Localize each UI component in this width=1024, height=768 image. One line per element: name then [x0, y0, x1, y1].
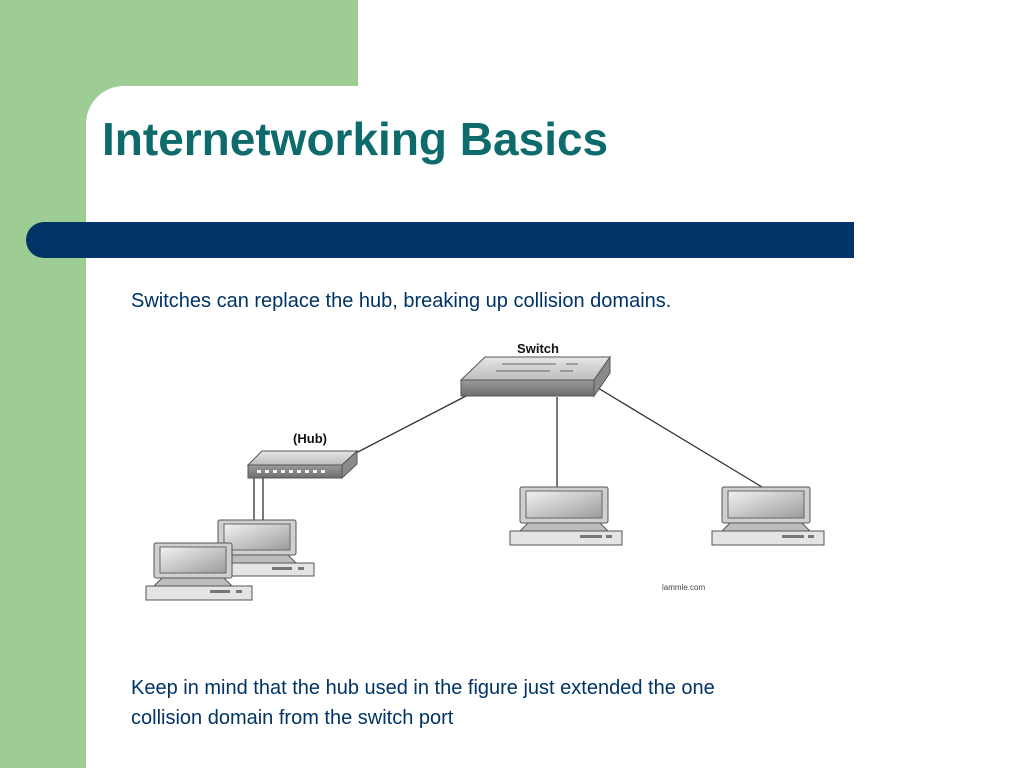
pc-switch-middle [509, 486, 623, 546]
hub-device [246, 449, 359, 480]
switch-device [459, 355, 611, 398]
title-divider-bar [26, 222, 854, 258]
network-diagram: Switch (Hub) [145, 341, 825, 601]
pc-switch-right [711, 486, 825, 546]
cable-switch-to-pc-right [597, 387, 763, 488]
cable-switch-to-hub [351, 394, 469, 456]
diagram-watermark: lammle.com [662, 583, 705, 592]
hub-label: (Hub) [293, 431, 327, 446]
pc-hub-front [145, 542, 253, 601]
switch-label: Switch [517, 341, 559, 356]
content-card [86, 86, 1024, 768]
pc-hub-back [209, 519, 315, 577]
network-cables [253, 387, 763, 540]
bullet-text-switches: Switches can replace the hub, breaking u… [131, 290, 672, 312]
slide-title: Internetworking Basics [102, 113, 609, 165]
bullet-text-hub-line-2: collision domain from the switch port [131, 707, 454, 729]
bullet-text-hub-line-1: Keep in mind that the hub used in the fi… [131, 677, 715, 699]
